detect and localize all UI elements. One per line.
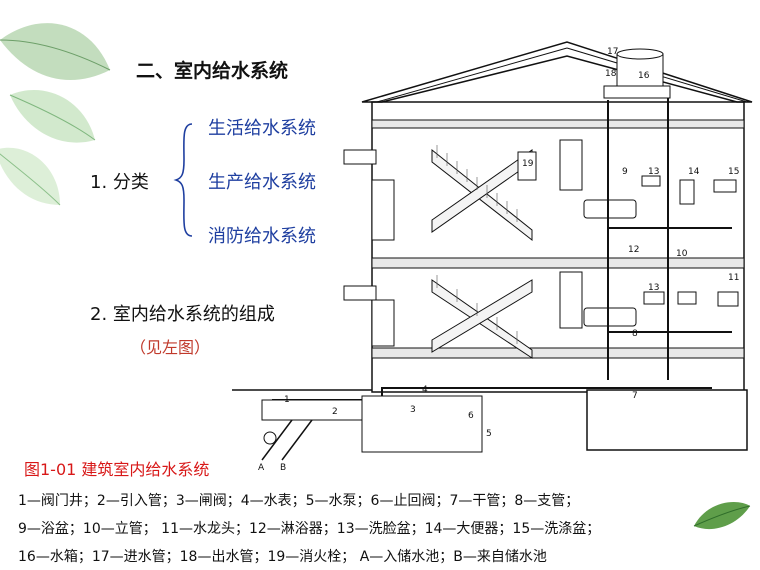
classification-label: 1. 分类 (90, 172, 149, 193)
slide-title: 二、室内给水系统 (136, 60, 289, 82)
diagram-label-2: 2 (332, 407, 338, 417)
diagram-label-12: 12 (628, 245, 639, 255)
diagram-label-14: 14 (688, 167, 700, 177)
diagram-label-11: 11 (728, 273, 739, 283)
leaf-corner-icon (693, 502, 751, 530)
diagram-label-b: B (280, 463, 286, 473)
diagram-label-19: 19 (522, 159, 534, 169)
diagram-label-13-upper: 13 (648, 167, 659, 177)
see-figure-note: （见左图） (130, 338, 211, 357)
water-supply-diagram: 17 16 18 19 9 13 14 15 12 10 13 11 8 4 3… (232, 41, 753, 473)
leaf-decoration-icon (0, 23, 111, 206)
diagram-label-6: 6 (468, 411, 474, 421)
diagram-label-3: 3 (410, 405, 416, 415)
brace-icon (173, 123, 193, 237)
composition-heading: 2. 室内给水系统的组成 (90, 304, 275, 325)
classification-item-fire: 消防给水系统 (208, 226, 316, 247)
diagram-label-1: 1 (284, 395, 290, 405)
diagram-label-4: 4 (422, 385, 428, 395)
diagram-label-9: 9 (622, 167, 628, 177)
diagram-label-16: 16 (638, 71, 650, 81)
legend-line-2: 9—浴盆；10—立管； 11—水龙头；12—淋浴器；13—洗脸盆；14—大便器；… (18, 521, 601, 537)
diagram-label-5: 5 (486, 429, 492, 439)
diagram-label-7: 7 (632, 391, 638, 401)
diagram-label-13-lower: 13 (648, 283, 659, 293)
diagram-label-18: 18 (605, 69, 617, 79)
figure-caption: 图1-01 建筑室内给水系统 (24, 460, 210, 479)
diagram-label-a: A (258, 463, 265, 473)
classification-item-domestic: 生活给水系统 (208, 118, 316, 139)
diagram-label-15: 15 (728, 167, 739, 177)
classification-item-production: 生产给水系统 (208, 172, 316, 193)
diagram-label-8: 8 (632, 329, 638, 339)
legend-line-3: 16—水箱；17—进水管；18—出水管；19—消火栓； A—入储水池；B—来自储… (18, 549, 547, 565)
legend-line-1: 1—阀门井；2—引入管；3—闸阀；4—水表；5—水泵；6—止回阀；7—干管；8—… (18, 493, 580, 509)
diagram-label-10: 10 (676, 249, 688, 259)
diagram-label-17: 17 (607, 47, 618, 57)
